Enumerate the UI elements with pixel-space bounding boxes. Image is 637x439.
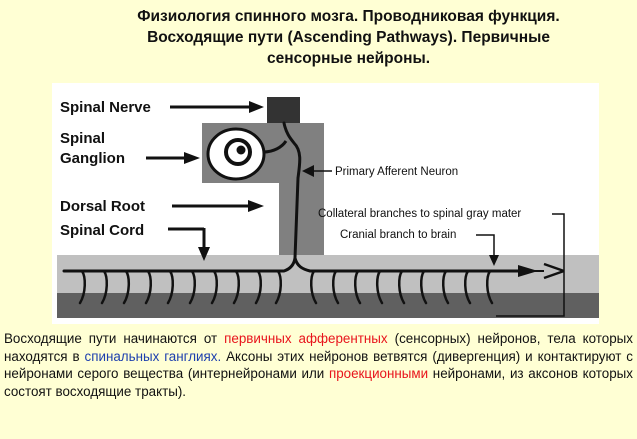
collateral-leader-line	[496, 213, 565, 317]
spinal-cord-band	[57, 255, 599, 293]
title-line-2: Восходящие пути (Ascending Pathways). Пе…	[147, 29, 550, 46]
arrow-spinal-cord-icon	[198, 247, 210, 261]
label-primary-afferent: Primary Afferent Neuron	[335, 166, 458, 178]
para-highlight-projection: проекционными	[328, 366, 429, 382]
label-collateral: Collateral branches to spinal gray mater	[318, 208, 521, 220]
spinal-cord-diagram: Spinal Nerve Spinal Ganglion Dorsal Root…	[52, 83, 599, 324]
label-spinal-ganglion-2: Ganglion	[60, 150, 125, 167]
para-text-4: нейронами, из аксонов которых состоят во…	[4, 366, 634, 399]
label-cranial: Cranial branch to brain	[340, 229, 456, 241]
para-highlight-afferent: первичных афферентных	[224, 331, 388, 346]
gray-matter-band	[57, 293, 599, 318]
spinal-nerve-block	[267, 97, 300, 123]
arrow-ganglion-icon	[184, 152, 200, 164]
cord-arrowhead-icon	[518, 262, 565, 280]
ganglion-cell-icon	[206, 127, 288, 181]
diagram-svg: Spinal Nerve Spinal Ganglion Dorsal Root…	[57, 97, 599, 318]
dorsal-root-rect	[279, 173, 324, 255]
afferent-neuron-path	[62, 121, 527, 273]
page-title: Физиология спинного мозга. Проводниковая…	[60, 6, 637, 69]
para-text-2: (сенсорных) нейронов, тела которых наход…	[4, 331, 634, 364]
para-text-1: Восходящие пути начинаются от	[4, 331, 225, 346]
para-text-3: Аксоны этих нейронов ветвятся (дивергенц…	[4, 348, 633, 382]
label-spinal-nerve: Spinal Nerve	[60, 99, 151, 116]
label-spinal-ganglion-1: Spinal	[60, 130, 105, 147]
arrow-spinal-nerve-icon	[249, 101, 264, 113]
cranial-leader-line	[476, 234, 495, 257]
label-spinal-cord: Spinal Cord	[60, 222, 144, 239]
arrow-primary-afferent-icon	[302, 165, 314, 177]
para-highlight-ganglia: спинальных ганглиях.	[84, 348, 222, 364]
label-dorsal-root: Dorsal Root	[60, 198, 145, 215]
description-paragraph: Восходящие пути начинаются от первичных …	[4, 330, 633, 400]
collateral-hooks	[78, 269, 494, 305]
arrow-cranial-icon	[489, 255, 499, 266]
title-line-1: Физиология спинного мозга. Проводниковая…	[137, 8, 560, 25]
title-line-3: сенсорные нейроны.	[266, 50, 431, 67]
arrow-dorsal-root-icon	[248, 200, 264, 212]
